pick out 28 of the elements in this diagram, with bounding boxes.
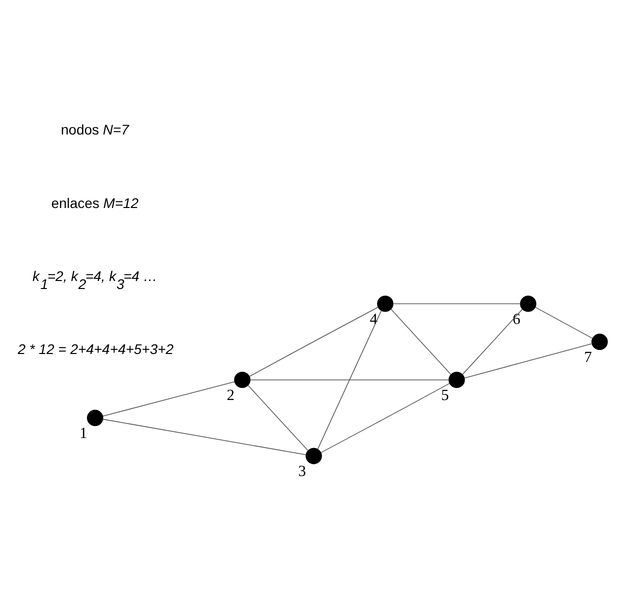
node-label: 1 (80, 425, 88, 442)
connector (320, 382, 450, 454)
connector (102, 381, 235, 417)
node-label: 5 (441, 387, 449, 404)
label: 2 * 12 = 2+4+4+4+5+3+2 (18, 340, 174, 357)
connector (102, 418, 306, 456)
connector (248, 306, 379, 377)
connector (390, 308, 452, 375)
node-label: 3 (298, 463, 306, 480)
node-label: 7 (584, 349, 592, 366)
connector (248, 385, 308, 451)
node-circle (592, 334, 608, 350)
node-circle (520, 296, 536, 312)
connector (464, 343, 592, 378)
connector (535, 306, 594, 339)
label: enlaces M=12 (51, 194, 139, 211)
node-circle (234, 372, 250, 388)
connector (317, 310, 382, 450)
node-label: 2 (226, 387, 235, 404)
connector (392, 303, 521, 304)
node-label: 6 (512, 310, 520, 328)
connector (462, 308, 523, 375)
node-circle (86, 410, 104, 426)
node-label: 4 (370, 310, 378, 328)
label: nodos N=7 (60, 122, 129, 138)
node-circle (306, 448, 322, 464)
node-circle (377, 296, 394, 312)
node-circle (448, 372, 465, 388)
